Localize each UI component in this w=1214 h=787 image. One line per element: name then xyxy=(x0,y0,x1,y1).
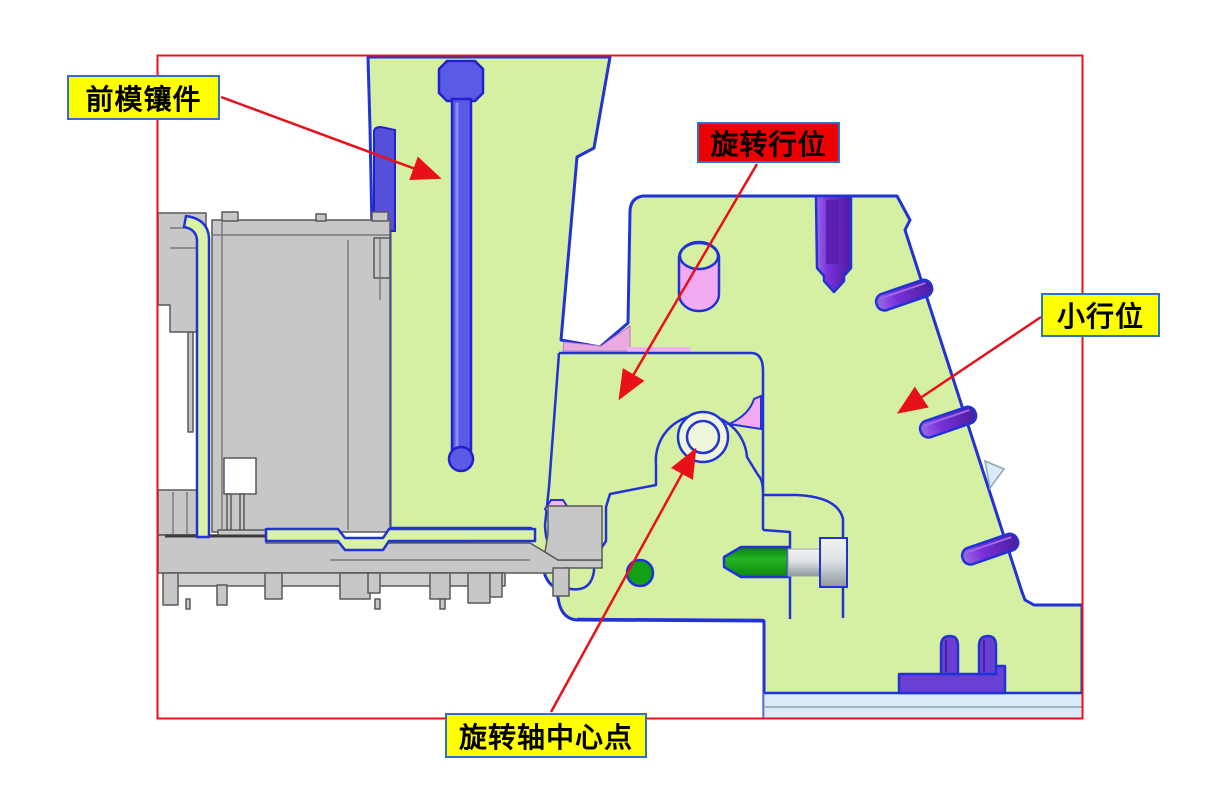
bottom-plate-area xyxy=(763,634,1083,719)
rod-ball-end xyxy=(447,445,475,473)
screw-head xyxy=(819,537,848,588)
pink-oval-hole xyxy=(677,240,721,313)
guide-rod xyxy=(437,59,485,473)
label-small-slide-text: 小行位 xyxy=(1056,301,1144,332)
dowel-circle xyxy=(625,558,655,588)
leader-front-insert xyxy=(220,95,442,181)
pink-strip xyxy=(627,347,691,354)
rod-shaft xyxy=(450,97,473,453)
screw-shaft xyxy=(787,548,821,577)
label-pivot-center-text: 旋转轴中心点 xyxy=(458,721,633,753)
label-front-insert: 前模镶件 xyxy=(67,75,220,120)
light-blue-plate xyxy=(763,692,1083,719)
purple-bracket xyxy=(897,634,1007,695)
screw-assembly xyxy=(722,537,848,588)
pivot-axis-circles xyxy=(676,410,730,464)
label-front-insert-text: 前模镶件 xyxy=(85,83,202,115)
rod-head xyxy=(437,59,485,103)
purple-vertical-pin xyxy=(814,194,853,294)
leader-rotary-slide xyxy=(618,163,759,401)
vertical-band xyxy=(182,214,211,539)
leader-pivot-center xyxy=(549,447,697,713)
label-rotary-slide-text: 旋转行位 xyxy=(710,128,827,160)
leader-small-slide xyxy=(896,315,1042,414)
label-small-slide: 小行位 xyxy=(1041,293,1160,337)
mold-face-band xyxy=(182,214,537,552)
horizontal-band xyxy=(264,527,537,552)
leader-arrows xyxy=(220,95,1042,713)
product-detail-lines xyxy=(170,222,530,561)
green-dowel xyxy=(722,545,790,579)
label-pivot-center: 旋转轴中心点 xyxy=(445,713,647,758)
angled-dowel-pins xyxy=(874,278,1020,566)
product-part xyxy=(157,211,603,610)
light-blue-wedge xyxy=(984,459,1006,490)
label-rotary-slide: 旋转行位 xyxy=(697,122,840,163)
purple-wear-strip xyxy=(373,125,396,232)
pink-wedge-left xyxy=(562,325,631,352)
